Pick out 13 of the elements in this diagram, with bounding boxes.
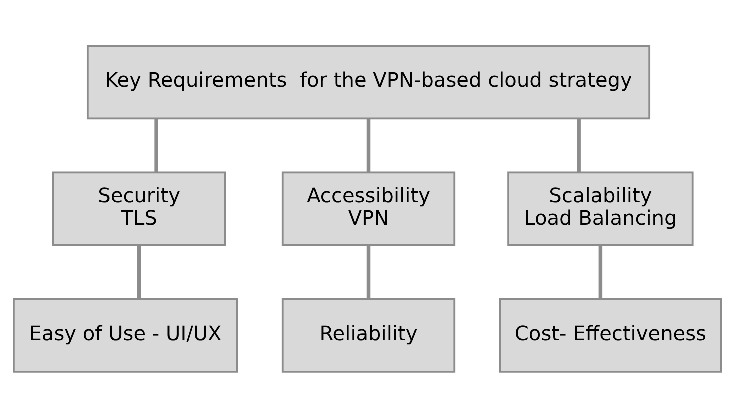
connector <box>598 245 603 299</box>
node-box: Cost- Effectiveness <box>499 298 722 372</box>
node-box: Scalability Load Balancing <box>508 171 694 246</box>
connector <box>366 118 371 172</box>
node-box: Reliability <box>282 298 456 372</box>
connector <box>137 245 142 299</box>
node-box: Accessibility VPN <box>282 171 456 246</box>
connector <box>366 245 371 299</box>
node-box: Easy of Use - UI/UX <box>13 298 238 372</box>
connector <box>154 118 158 172</box>
node-box: Security TLS <box>52 171 226 246</box>
node-box: Key Requirements for the VPN-based cloud strategy <box>86 44 651 120</box>
connector <box>577 118 581 172</box>
